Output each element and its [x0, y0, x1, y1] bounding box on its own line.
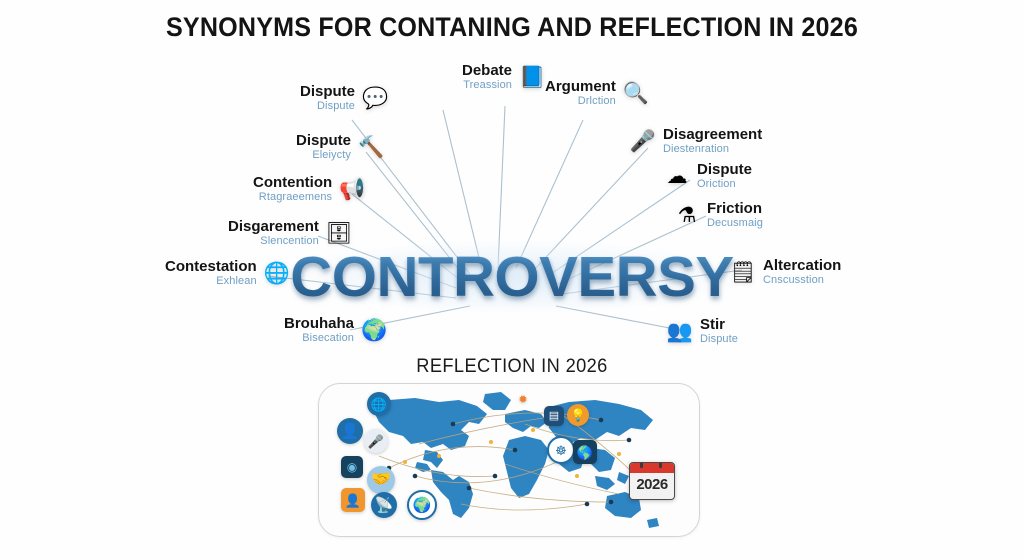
node-title: Dispute	[697, 161, 753, 178]
calendar-peg-right	[659, 463, 662, 468]
node-subtitle: Drlction	[577, 95, 616, 107]
node-subtitle: Oriction	[697, 178, 736, 190]
node-title: Stir	[700, 316, 726, 333]
center-keyword: CONTROVERSY	[286, 244, 739, 310]
node-title: Disagreement	[663, 126, 763, 143]
node-subtitle: Diestenration	[663, 143, 730, 155]
node-title: Debate	[462, 62, 513, 79]
megaphone-icon: 📢	[339, 177, 366, 201]
node-title: Brouhaha	[284, 315, 355, 332]
gavel-icon: 🔨	[357, 135, 385, 159]
calendar-2026-icon: 2026	[629, 462, 675, 500]
user-badge-icon: 👤	[337, 418, 363, 444]
tablet-report-icon: 📘	[518, 65, 546, 89]
globe-pin-icon: 🌐	[367, 392, 391, 416]
speech-bubbles-icon: 💬	[361, 86, 389, 110]
satellite-dish-icon: 📡	[371, 492, 397, 518]
node-title: Contestation	[165, 258, 257, 275]
microphone-icon: 🎤	[629, 129, 657, 153]
globe-face-icon: 🌍	[360, 318, 388, 342]
node-title: Dispute	[300, 83, 356, 100]
handshake-icon: 🤝	[367, 466, 395, 494]
document-key-icon: 🗒	[729, 260, 757, 284]
reflection-panel: 🌐👤🎤◉🤝👤📡🌍✹▤💡☸🌎 2026	[318, 383, 700, 537]
calendar-band	[630, 463, 674, 473]
node-subtitle: Dispute	[700, 333, 738, 345]
node-title: Contention	[253, 174, 333, 191]
earth-app-icon: 🌎	[573, 440, 597, 464]
eye-scan-icon: ◉	[341, 456, 363, 478]
people-group-icon: 👥	[666, 319, 694, 343]
node-title: Dispute	[296, 132, 352, 149]
burst-icon: ✹	[518, 393, 528, 406]
node-subtitle: Rtagraeemens	[258, 191, 333, 203]
node-subtitle: Decusmaig	[707, 217, 763, 229]
node-subtitle: Slencention	[260, 235, 319, 247]
brain-network-icon: ☸	[547, 436, 575, 464]
page-title: SYNONYMS FOR CONTANING AND REFLECTION IN…	[165, 12, 858, 42]
node-subtitle: Treassion	[463, 79, 513, 91]
node-subtitle: Exhlean	[216, 275, 257, 287]
node-subtitle: Eleiycty	[312, 149, 352, 161]
lightbulb-award-icon: 💡	[567, 404, 589, 426]
node-subtitle: Cnscusstion	[763, 274, 825, 286]
ai-chip-icon: ▤	[544, 406, 564, 426]
panel-title: REFLECTION IN 2026	[416, 356, 608, 377]
calendar-year-label: 2026	[636, 476, 668, 493]
globe-stand-icon: 🌐	[263, 261, 290, 285]
cloud-shield-icon: ☁	[666, 164, 688, 188]
node-subtitle: Dispute	[317, 100, 356, 112]
node-subtitle: Bisecation	[302, 332, 355, 344]
node-title: Argument	[545, 78, 616, 95]
ring-globe-icon: 🌍	[407, 490, 437, 520]
node-title: Altercation	[763, 257, 842, 274]
calendar-peg-left	[640, 463, 643, 468]
node-title: Friction	[707, 200, 762, 217]
magnifier-chat-icon: 🔍	[622, 81, 649, 105]
center-glow	[283, 240, 743, 314]
node-title: Disgarement	[228, 218, 319, 235]
person-tag-icon: 👤	[341, 488, 365, 512]
server-rack-icon: 🗄	[325, 221, 353, 245]
microphone-download-icon: 🎤	[364, 429, 388, 453]
flask-badge-icon: ⚗	[677, 203, 697, 227]
